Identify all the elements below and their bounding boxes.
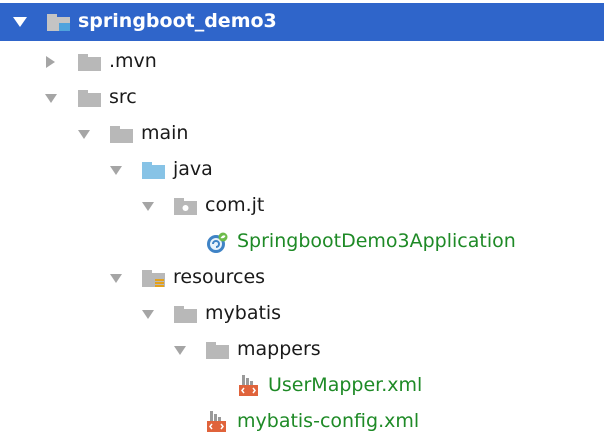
tree-node-label: src bbox=[109, 86, 137, 108]
tree-node-com-jt[interactable]: com.jt bbox=[0, 188, 604, 224]
tree-node-label: mybatis-config.xml bbox=[237, 410, 420, 432]
tree-node-mybatis-config-xml[interactable]: mybatis-config.xml bbox=[0, 404, 604, 440]
tree-node-label: java bbox=[173, 158, 213, 180]
tree-node-label: main bbox=[141, 122, 189, 144]
tree-node-label: mybatis bbox=[205, 302, 282, 324]
module-folder-icon bbox=[46, 12, 70, 31]
collapse-arrow-icon[interactable] bbox=[46, 56, 55, 68]
folder-icon bbox=[77, 53, 101, 71]
expand-arrow-icon[interactable] bbox=[110, 274, 122, 283]
folder-icon bbox=[77, 89, 101, 107]
tree-node-label: springboot_demo3 bbox=[78, 10, 277, 32]
tree-node-label: resources bbox=[173, 266, 266, 288]
folder-icon bbox=[109, 125, 133, 143]
folder-icon bbox=[205, 341, 229, 359]
tree-node-label: .mvn bbox=[109, 50, 157, 72]
expand-arrow-icon[interactable] bbox=[45, 94, 57, 103]
resources-folder-icon bbox=[141, 269, 165, 287]
tree-node-label: mappers bbox=[237, 338, 321, 360]
tree-node-resources[interactable]: resources bbox=[0, 260, 604, 296]
tree-node-java[interactable]: java bbox=[0, 152, 604, 188]
tree-node-src[interactable]: src bbox=[0, 80, 604, 116]
tree-node-label: com.jt bbox=[205, 194, 265, 216]
tree-node-springboot-demo3[interactable]: springboot_demo3 bbox=[0, 3, 604, 41]
expand-arrow-icon[interactable] bbox=[142, 202, 154, 211]
expand-arrow-icon[interactable] bbox=[13, 17, 27, 27]
tree-node-main[interactable]: main bbox=[0, 116, 604, 152]
xml-file-icon bbox=[206, 409, 228, 435]
tree-node-mappers[interactable]: mappers bbox=[0, 332, 604, 368]
tree-node-label: UserMapper.xml bbox=[268, 374, 423, 396]
tree-node-mvn[interactable]: .mvn bbox=[0, 44, 604, 80]
expand-arrow-icon[interactable] bbox=[78, 130, 90, 139]
tree-node-springboot-demo3-application[interactable]: SpringbootDemo3Application bbox=[0, 224, 604, 260]
expand-arrow-icon[interactable] bbox=[110, 166, 122, 175]
spring-boot-class-icon bbox=[205, 231, 229, 255]
expand-arrow-icon[interactable] bbox=[142, 310, 154, 319]
tree-node-mybatis[interactable]: mybatis bbox=[0, 296, 604, 332]
folder-icon bbox=[173, 305, 197, 323]
package-icon bbox=[173, 197, 197, 215]
tree-node-usermapper-xml[interactable]: UserMapper.xml bbox=[0, 368, 604, 404]
tree-node-label: SpringbootDemo3Application bbox=[237, 230, 516, 252]
expand-arrow-icon[interactable] bbox=[174, 346, 186, 355]
xml-file-icon bbox=[238, 373, 260, 399]
source-folder-icon bbox=[141, 161, 165, 179]
